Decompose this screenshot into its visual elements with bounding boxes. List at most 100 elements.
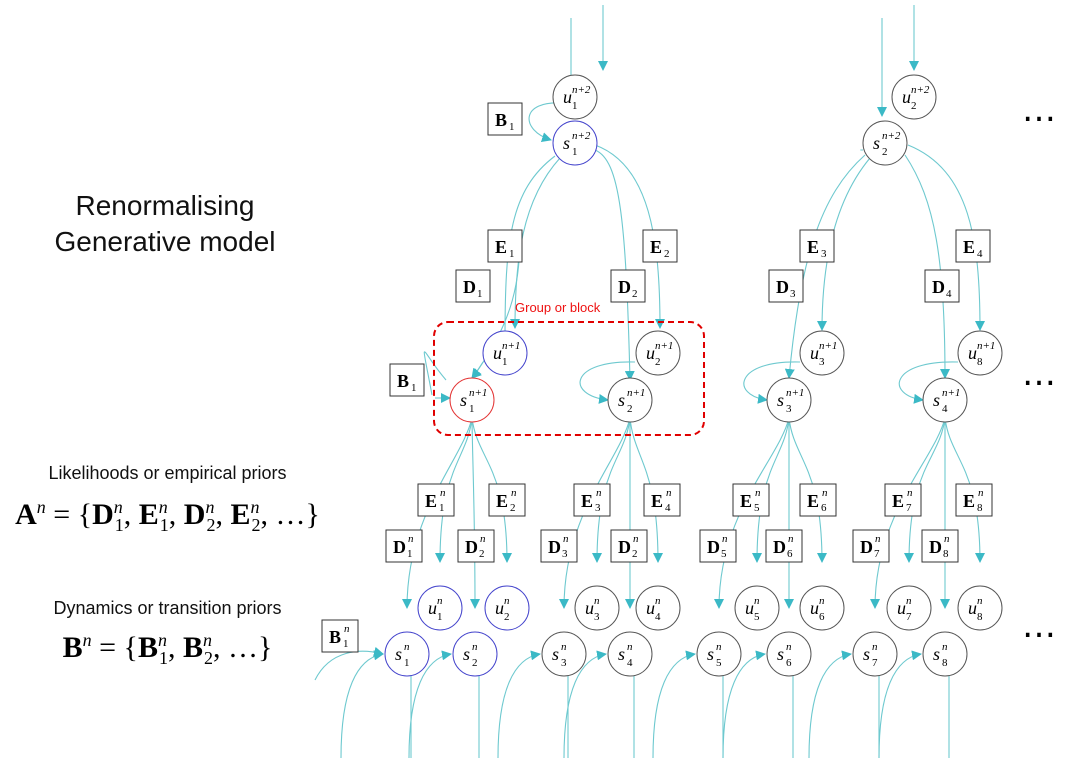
node-circle bbox=[922, 631, 968, 677]
label-letter: D bbox=[860, 537, 873, 557]
edge-s1-d1 bbox=[504, 155, 556, 341]
label-box bbox=[643, 483, 681, 517]
node-sub: 7 bbox=[872, 657, 878, 669]
node-var: u bbox=[493, 343, 502, 363]
label-letter: D bbox=[707, 537, 720, 557]
label-letter: E bbox=[496, 491, 508, 511]
node-circle bbox=[541, 631, 587, 677]
label-box bbox=[768, 269, 804, 303]
edge-fan bbox=[592, 417, 631, 563]
node-circle bbox=[452, 631, 498, 677]
edge-fan bbox=[904, 417, 946, 563]
node-circle bbox=[635, 585, 681, 631]
node-sub: 4 bbox=[627, 657, 633, 669]
label-sup: n bbox=[907, 487, 913, 499]
title-line-1: Renormalising bbox=[75, 190, 255, 221]
edge-s2-e4 bbox=[907, 144, 985, 331]
label-sub: 8 bbox=[977, 502, 983, 514]
label-sub: 2 bbox=[632, 288, 638, 300]
label-sub: 1 bbox=[407, 548, 413, 560]
label-letter: D bbox=[776, 277, 789, 297]
node-sup: n bbox=[504, 595, 510, 607]
label-sup: n bbox=[978, 487, 984, 499]
label-sub: 6 bbox=[787, 548, 793, 560]
node-var: u bbox=[810, 598, 819, 618]
label-letter: B bbox=[495, 110, 507, 130]
label-sub: 6 bbox=[821, 502, 827, 514]
label-letter: E bbox=[963, 237, 975, 257]
node-circle bbox=[574, 585, 620, 631]
node-circle bbox=[886, 585, 932, 631]
node-sub: 4 bbox=[655, 611, 661, 623]
node-sup: n+1 bbox=[819, 340, 837, 352]
label-sup: n bbox=[633, 533, 639, 545]
node-sup: n+1 bbox=[786, 387, 804, 399]
node-circle bbox=[957, 585, 1003, 631]
node-sup: n bbox=[786, 641, 792, 653]
node-circle bbox=[607, 377, 653, 423]
node-var: s bbox=[395, 644, 402, 664]
node-var: s bbox=[460, 390, 467, 410]
label-letter: E bbox=[963, 491, 975, 511]
label-letter: E bbox=[651, 491, 663, 511]
node-circle bbox=[384, 631, 430, 677]
edge-bottom-in bbox=[340, 650, 384, 758]
edge-fan bbox=[752, 417, 790, 563]
node-sup: n+1 bbox=[977, 340, 995, 352]
node-circle bbox=[766, 631, 812, 677]
label-sub: 7 bbox=[874, 548, 880, 560]
edge-bottom-in bbox=[563, 650, 607, 758]
node-sub: 2 bbox=[472, 657, 478, 669]
label-letter: E bbox=[892, 491, 904, 511]
edge-fan bbox=[469, 417, 480, 609]
label-sub: 2 bbox=[632, 548, 638, 560]
node-circle bbox=[922, 377, 968, 423]
node-circle bbox=[799, 330, 845, 376]
node-sup: n bbox=[716, 641, 722, 653]
label-sup: n bbox=[666, 487, 672, 499]
ellipsis-middle: … bbox=[1022, 354, 1057, 394]
label-box bbox=[699, 529, 737, 563]
label-sup: n bbox=[722, 533, 728, 545]
label-sub: 1 bbox=[509, 121, 515, 133]
edge-u8-s4-loop bbox=[898, 361, 959, 404]
label-sup: n bbox=[511, 487, 517, 499]
node-circle bbox=[449, 377, 495, 423]
label-sub: 4 bbox=[977, 248, 983, 260]
label-box bbox=[955, 229, 991, 263]
label-box bbox=[884, 483, 922, 517]
node-var: u bbox=[646, 598, 655, 618]
node-sub: 1 bbox=[572, 100, 578, 112]
label-box bbox=[610, 269, 646, 303]
label-letter: D bbox=[465, 537, 478, 557]
node-var: u bbox=[897, 598, 906, 618]
label-box bbox=[921, 529, 959, 563]
label-sub: 7 bbox=[906, 502, 912, 514]
node-circle bbox=[552, 120, 598, 166]
node-sup: n bbox=[754, 595, 760, 607]
node-sup: n+1 bbox=[627, 387, 645, 399]
node-sub: 7 bbox=[906, 611, 912, 623]
label-letter: E bbox=[425, 491, 437, 511]
dynamics-formula: Bn = {Bn1, Bn2, …} bbox=[62, 630, 273, 668]
label-box bbox=[955, 483, 993, 517]
node-var: s bbox=[563, 133, 570, 153]
ellipsis-bottom: … bbox=[1022, 606, 1057, 646]
label-sub: 1 bbox=[509, 248, 515, 260]
